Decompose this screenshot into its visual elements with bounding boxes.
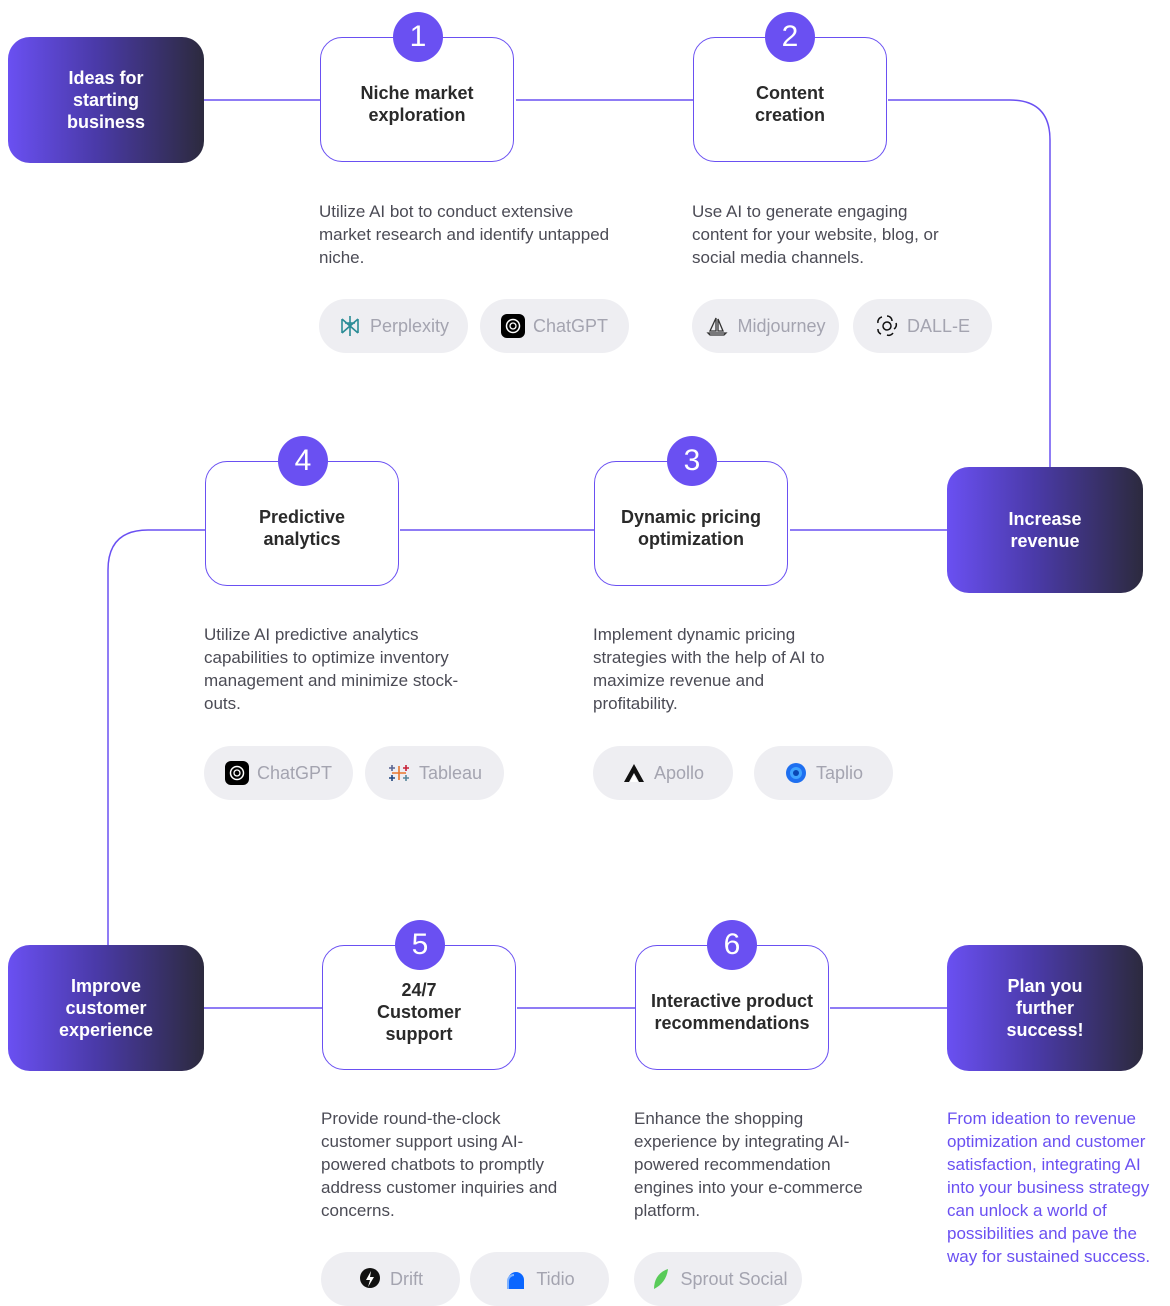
summary-text: From ideation to revenue optimization an… xyxy=(947,1109,1151,1266)
step-2-title: Content creation xyxy=(754,82,826,125)
chatgpt-icon xyxy=(500,314,525,338)
step-4-title: Predictive analytics xyxy=(258,506,346,549)
perplexity-icon xyxy=(341,316,359,336)
step-3-number: 3 xyxy=(667,436,717,486)
tool-dalle[interactable]: DALL-E xyxy=(853,299,992,353)
tool-tableau[interactable]: Tableau xyxy=(365,746,504,800)
tool-chatgpt-1-label: ChatGPT xyxy=(532,315,609,336)
tool-perplexity[interactable]: Perplexity xyxy=(319,299,468,353)
step-3-description: Implement dynamic pricing strategies wit… xyxy=(593,625,825,713)
step-6-number: 6 xyxy=(707,920,757,970)
step-2-number: 2 xyxy=(765,12,815,62)
dalle-icon xyxy=(877,315,898,337)
tool-taplio-label: Taplio xyxy=(815,762,864,783)
step-1-description: Utilize AI bot to conduct extensive mark… xyxy=(319,202,610,267)
sprout-social-icon xyxy=(654,1269,669,1289)
node-ideas-label: Ideas for starting business xyxy=(66,68,146,132)
tool-apollo[interactable]: Apollo xyxy=(593,746,733,800)
tool-midjourney-label: Midjourney xyxy=(737,315,826,336)
tool-drift[interactable]: Drift xyxy=(321,1252,460,1306)
drift-icon xyxy=(360,1268,380,1288)
step-6-title: Interactive product recommendations xyxy=(650,990,814,1033)
tool-tidio-label: Tidio xyxy=(536,1268,575,1289)
tableau-icon xyxy=(388,765,409,781)
taplio-icon xyxy=(785,763,806,783)
step-4-description: Utilize AI predictive analytics capabili… xyxy=(204,625,459,713)
node-improve-experience: Improve customer experience xyxy=(8,945,204,1071)
node-ideas: Ideas for starting business xyxy=(8,37,204,163)
step-3-title: Dynamic pricing optimization xyxy=(620,506,762,549)
step-1-number: 1 xyxy=(393,12,443,62)
node-improve-label: Improve customer experience xyxy=(58,976,154,1040)
step-1-title: Niche market exploration xyxy=(360,82,474,125)
step-5-number: 5 xyxy=(395,920,445,970)
tidio-icon xyxy=(507,1272,525,1289)
step-4-number: 4 xyxy=(278,436,328,486)
tool-perplexity-label: Perplexity xyxy=(369,315,450,336)
tool-apollo-label: Apollo xyxy=(653,762,705,783)
tool-chatgpt-2[interactable]: ChatGPT xyxy=(204,746,353,800)
node-plan-label: Plan you further success! xyxy=(1006,976,1084,1040)
step-2-description: Use AI to generate engaging content for … xyxy=(692,202,939,267)
tool-chatgpt-1[interactable]: ChatGPT xyxy=(480,299,629,353)
tool-taplio[interactable]: Taplio xyxy=(754,746,893,800)
node-increase-label: Increase revenue xyxy=(1008,509,1082,551)
node-plan-success: Plan you further success! xyxy=(947,945,1143,1071)
tool-chatgpt-2-label: ChatGPT xyxy=(256,762,333,783)
node-increase-revenue: Increase revenue xyxy=(947,467,1143,593)
tool-drift-label: Drift xyxy=(390,1268,423,1289)
tool-tidio[interactable]: Tidio xyxy=(470,1252,609,1306)
tool-sprout-social[interactable]: Sprout Social xyxy=(634,1252,802,1306)
tool-sprout-social-label: Sprout Social xyxy=(680,1268,788,1289)
apollo-icon xyxy=(623,764,644,782)
step-5-title: 24/7 Customer support xyxy=(376,979,461,1044)
chatgpt-icon xyxy=(224,761,249,785)
step-6-description: Enhance the shopping experience by integ… xyxy=(634,1109,863,1220)
tool-tableau-label: Tableau xyxy=(418,762,483,783)
midjourney-icon xyxy=(706,317,729,336)
tool-dalle-label: DALL-E xyxy=(906,315,971,336)
tool-midjourney[interactable]: Midjourney xyxy=(692,299,839,353)
step-5-description: Provide round-the-clock customer support… xyxy=(321,1109,558,1220)
